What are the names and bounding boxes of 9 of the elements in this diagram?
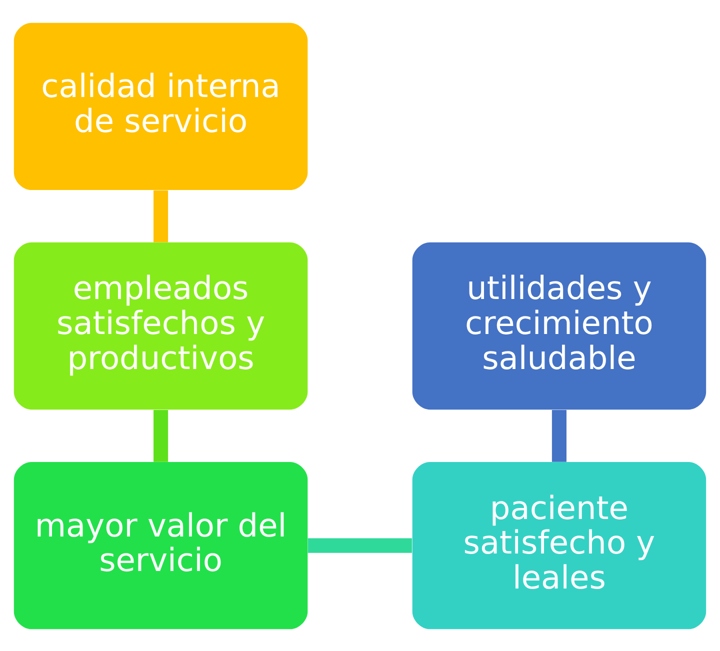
node-box: empleados satisfechos y productivos xyxy=(14,242,308,410)
connector xyxy=(154,410,168,462)
connector xyxy=(154,190,168,242)
connector xyxy=(552,410,566,462)
node-box: calidad interna de servicio xyxy=(14,22,308,190)
node-box: paciente satisfecho y leales xyxy=(412,461,706,629)
connector xyxy=(308,538,412,552)
node-box: mayor valor del servicio xyxy=(14,461,308,629)
node-box: utilidades y crecimiento saludable xyxy=(412,242,706,410)
